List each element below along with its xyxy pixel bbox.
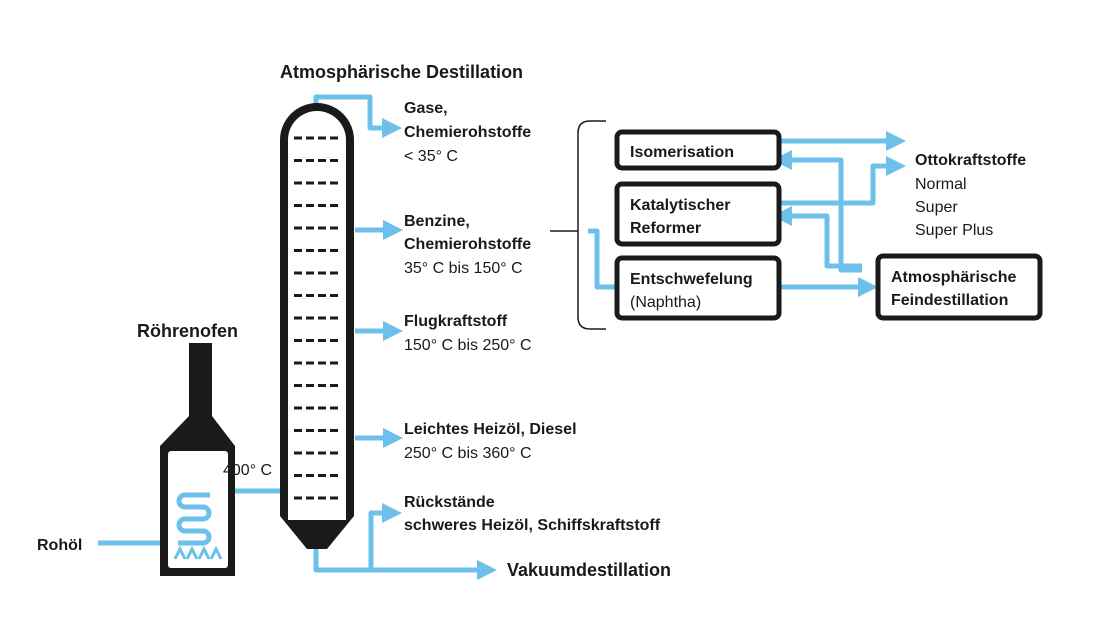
flow-lines <box>98 94 906 580</box>
gases-label: Gase, <box>404 100 448 117</box>
gases-range: < 35° C <box>404 148 458 165</box>
furnace <box>160 343 235 576</box>
fine-distillation-label-2: Feindestillation <box>891 292 1008 309</box>
column-interior <box>288 111 346 520</box>
heating-oil-label: Leichtes Heizöl, Diesel <box>404 421 577 438</box>
desulfurization-box <box>614 255 782 321</box>
fine-distillation-to-reformer-arrow <box>772 206 862 269</box>
gases-label-2: Chemierohstoffe <box>404 124 531 141</box>
fine-distillation-to-isomerisation-arrow <box>772 150 862 273</box>
distillation-column <box>280 103 354 549</box>
gasoline-grade-super-plus: Super Plus <box>915 222 993 239</box>
jet-fuel-range: 150° C bis 250° C <box>404 337 532 354</box>
column-title: Atmosphärische Destillation <box>280 62 523 82</box>
fine-distillation-box <box>875 253 1043 321</box>
vacuum-arrow <box>313 549 497 580</box>
reformer-to-gasoline-arrow <box>781 156 906 206</box>
reformer-box <box>614 181 782 247</box>
jet-fuel-label: Flugkraftstoff <box>404 313 508 330</box>
reformer-label-2: Reformer <box>630 220 701 237</box>
crude-oil-label: Rohöl <box>37 537 82 554</box>
residues-label: Rückstände <box>404 494 495 511</box>
residues-label-2: schweres Heizöl, Schiffskraftstoff <box>404 517 661 534</box>
isomerisation-label: Isomerisation <box>630 144 734 161</box>
naphtha-pipe <box>588 228 615 290</box>
gasoline-grade-super: Super <box>915 199 958 216</box>
petrol-label: Benzine, <box>404 213 470 230</box>
petrol-range: 35° C bis 150° C <box>404 260 523 277</box>
fine-distillation-label: Atmosphärische <box>891 269 1016 286</box>
flame-icon <box>173 545 223 560</box>
gasoline-title: Ottokraftstoffe <box>915 152 1026 169</box>
heating-oil-range: 250° C bis 360° C <box>404 445 532 462</box>
process-group-bracket <box>550 120 606 330</box>
desulfurization-label: Entschwefelung <box>630 271 753 288</box>
desulfurization-label-2: (Naphtha) <box>630 294 701 311</box>
vacuum-distillation-label: Vakuumdestillation <box>507 560 671 580</box>
gasoline-grade-normal: Normal <box>915 176 967 193</box>
reformer-label: Katalytischer <box>630 197 731 214</box>
process-boxes <box>614 129 1043 321</box>
petrol-label-2: Chemierohstoffe <box>404 236 531 253</box>
column-trays <box>294 136 342 500</box>
furnace-coil <box>176 492 212 546</box>
residues-arrow <box>368 503 402 570</box>
furnace-temperature: 400° C <box>223 462 272 479</box>
furnace-title: Röhrenofen <box>137 321 238 341</box>
isomerisation-box <box>614 129 782 171</box>
gases-arrow <box>313 94 402 138</box>
